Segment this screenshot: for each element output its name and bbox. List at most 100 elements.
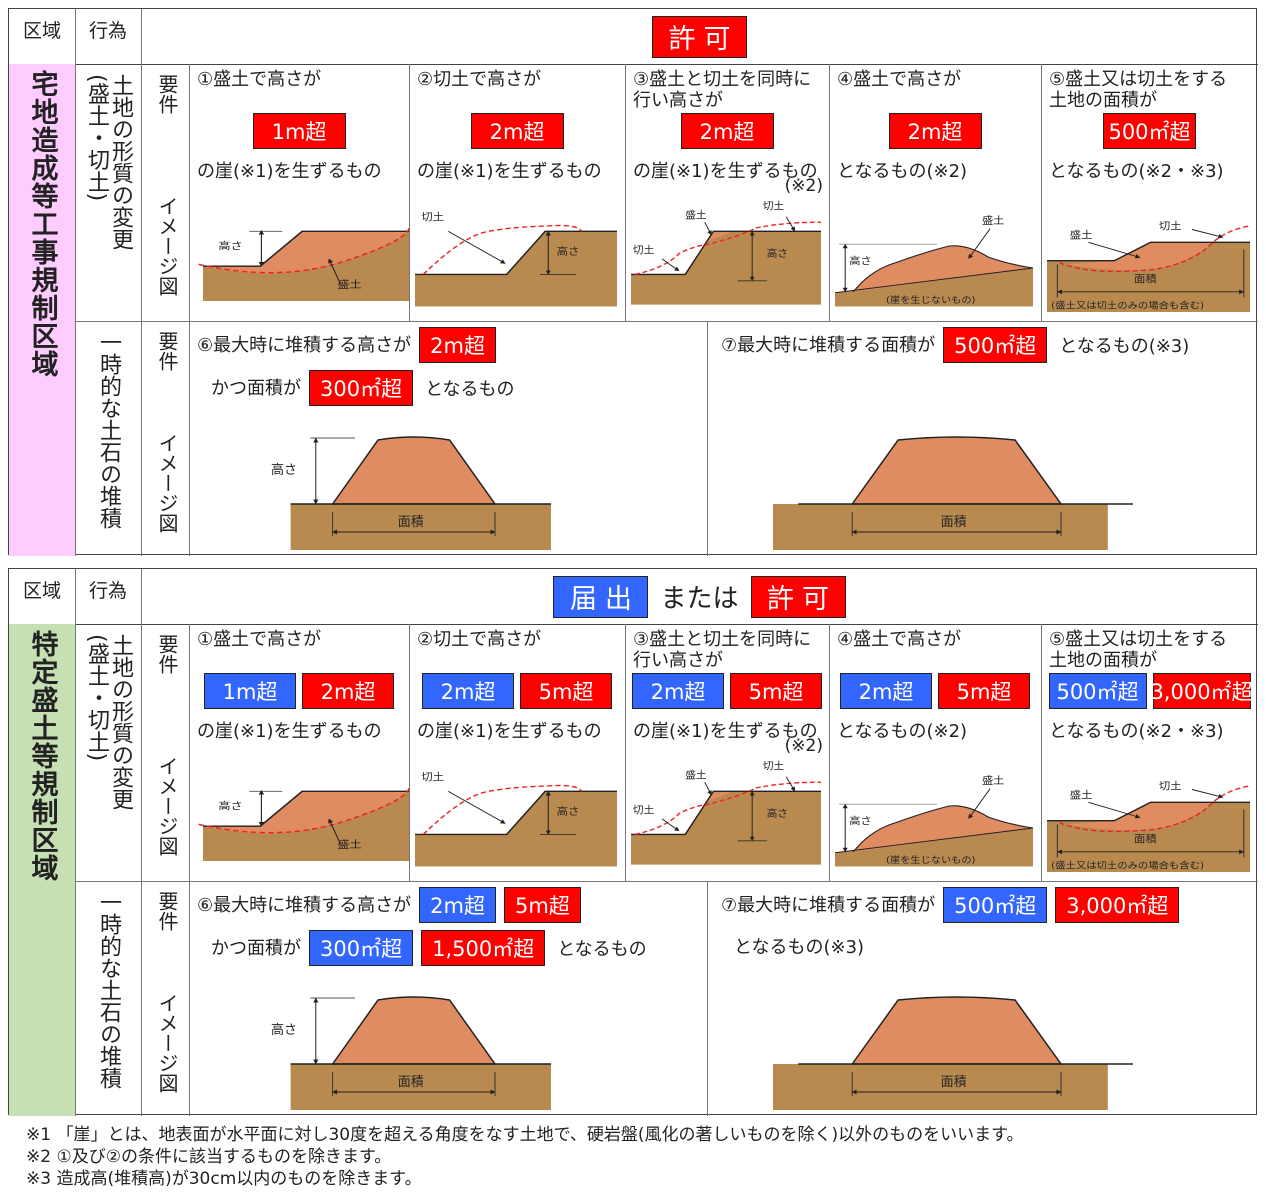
pile-area-diagram: 面積 <box>773 996 1133 1110</box>
divider <box>707 321 708 556</box>
requirement-note: (※2) <box>784 736 823 756</box>
zone-name: 宅地造成等工事規制区域 <box>26 70 58 378</box>
requirement-note: (※2) <box>784 176 823 196</box>
permit-threshold-badge: 500㎡超 <box>1103 113 1196 149</box>
zone-name-wrap: 特定盛土等規制区域 <box>9 624 75 1122</box>
divider <box>1041 624 1042 881</box>
act-name-cell: 一時的な土石の堆積 <box>75 321 141 556</box>
permit-threshold-badge: 2m超 <box>888 113 982 149</box>
diagram-label: (盛土又は切土のみの場合も含む) <box>1051 859 1204 871</box>
footnote: ※3 造成高(堆積高)が30cm以内のものを除きます。 <box>26 1169 422 1189</box>
threshold-badges: 1m超 <box>189 113 409 149</box>
divider <box>625 624 626 881</box>
diagram-label: 面積 <box>941 1075 967 1090</box>
divider <box>9 624 1258 625</box>
act-header: 行為 <box>88 19 127 42</box>
requirement-title: ③盛土と切土を同時に 行い高さが <box>633 629 812 671</box>
divider <box>9 64 1258 65</box>
pile-area-diagram: 面積 <box>773 436 1133 550</box>
permit-threshold-badge: 3,000㎡超 <box>1150 673 1253 709</box>
diagram-label: 切土 <box>633 804 654 817</box>
requirement-prefix: かつ面積が <box>211 377 301 399</box>
image-label: イメージ図 <box>155 433 179 533</box>
requirement-title: ①盛土で高さが <box>197 629 322 650</box>
zone-name-cell: 特定盛土等規制区域 <box>9 624 75 1116</box>
diagram-label: 盛土 <box>1070 229 1093 241</box>
pile-height-diagram: 高さ 面積 <box>271 996 551 1110</box>
requirement-label: 要件 <box>155 74 179 114</box>
act-name: 土地の形質の変更 (盛土・切土) <box>84 634 133 810</box>
requirement-suffix: の崖(※1)を生ずるもの <box>197 721 382 742</box>
diagram-label: 盛土 <box>337 278 361 291</box>
diagram-label: 切土 <box>1159 220 1182 232</box>
diagram-label: 高さ <box>557 806 580 818</box>
act-name-cell: 一時的な土石の堆積 <box>75 881 141 1116</box>
diagram-label: (盛土又は切土のみの場合も含む) <box>1051 299 1204 311</box>
threshold-badges: 500㎡超 <box>1041 113 1258 149</box>
diagram-label: 面積 <box>398 515 424 530</box>
permit-badge: 許可 <box>652 15 747 58</box>
permit-threshold-badge: 2m超 <box>419 327 496 363</box>
image-label: イメージ図 <box>155 196 179 296</box>
diagram-label: 高さ <box>271 1022 297 1038</box>
zone-name: 特定盛土等規制区域 <box>26 630 58 882</box>
requirement-label: 要件 <box>155 891 179 931</box>
requirement-title: ⑤盛土又は切土をする 土地の面積が <box>1049 69 1228 111</box>
permit-threshold-badge: 5m超 <box>520 673 612 709</box>
diagram-label: 高さ <box>849 815 871 827</box>
divider <box>409 624 410 881</box>
divider <box>141 9 142 556</box>
diagram-label: 面積 <box>941 515 967 530</box>
footnote: ※2 ①及び②の条件に該当するものを除きます。 <box>26 1147 392 1167</box>
requirement-line: かつ面積が 300㎡超となるもの <box>211 370 515 406</box>
act-name: 土地の形質の変更 (盛土・切土) <box>84 74 133 250</box>
permit-threshold-badge: 300㎡超 <box>309 370 414 406</box>
diagram-label: 面積 <box>1134 273 1157 285</box>
diagram-label: 高さ <box>557 246 580 258</box>
act-name-cell: 土地の形質の変更 (盛土・切土) <box>75 64 141 321</box>
act-name-cell: 土地の形質の変更 (盛土・切土) <box>75 624 141 881</box>
divider <box>75 569 76 1116</box>
divider <box>141 569 142 1116</box>
requirement-line: ⑥最大時に堆積する高さが 2m超 <box>197 327 496 363</box>
requirement-suffix: となるもの <box>425 379 515 400</box>
requirement-prefix: かつ面積が <box>211 937 301 959</box>
permit-threshold-badge: 2m超 <box>302 673 394 709</box>
zone-header: 区域 <box>22 579 61 602</box>
footnote: ※1 「崖」とは、地表面が水平面に対し30度を超える角度をなす土地で、硬岩盤(風… <box>26 1125 1024 1145</box>
diagram-label: 切土 <box>763 760 784 773</box>
requirement-title: ⑥最大時に堆積する高さが <box>197 334 412 356</box>
pile-height-diagram: 高さ 面積 <box>271 436 551 550</box>
requirement-suffix: の崖(※1)を生ずるもの <box>633 161 818 182</box>
requirement-title: ②切土で高さが <box>417 69 542 90</box>
act-name: 一時的な土石の堆積 <box>96 331 121 529</box>
requirement-label: 要件 <box>155 634 179 674</box>
diagram-label: 高さ <box>271 462 297 478</box>
requirement-suffix: となるもの(※3) <box>734 937 865 958</box>
requirement-suffix: となるもの(※2) <box>837 161 968 182</box>
diagram-label: 切土 <box>421 211 444 223</box>
diagram-label: 高さ <box>767 247 788 260</box>
divider <box>829 624 830 881</box>
permit-threshold-badge: 2m超 <box>680 113 774 149</box>
permit-threshold-badge: 5m超 <box>938 673 1030 709</box>
requirement-suffix: の崖(※1)を生ずるもの <box>417 161 602 182</box>
requirement-suffix: の崖(※1)を生ずるもの <box>197 161 382 182</box>
diagram-label: 高さ <box>218 800 242 813</box>
